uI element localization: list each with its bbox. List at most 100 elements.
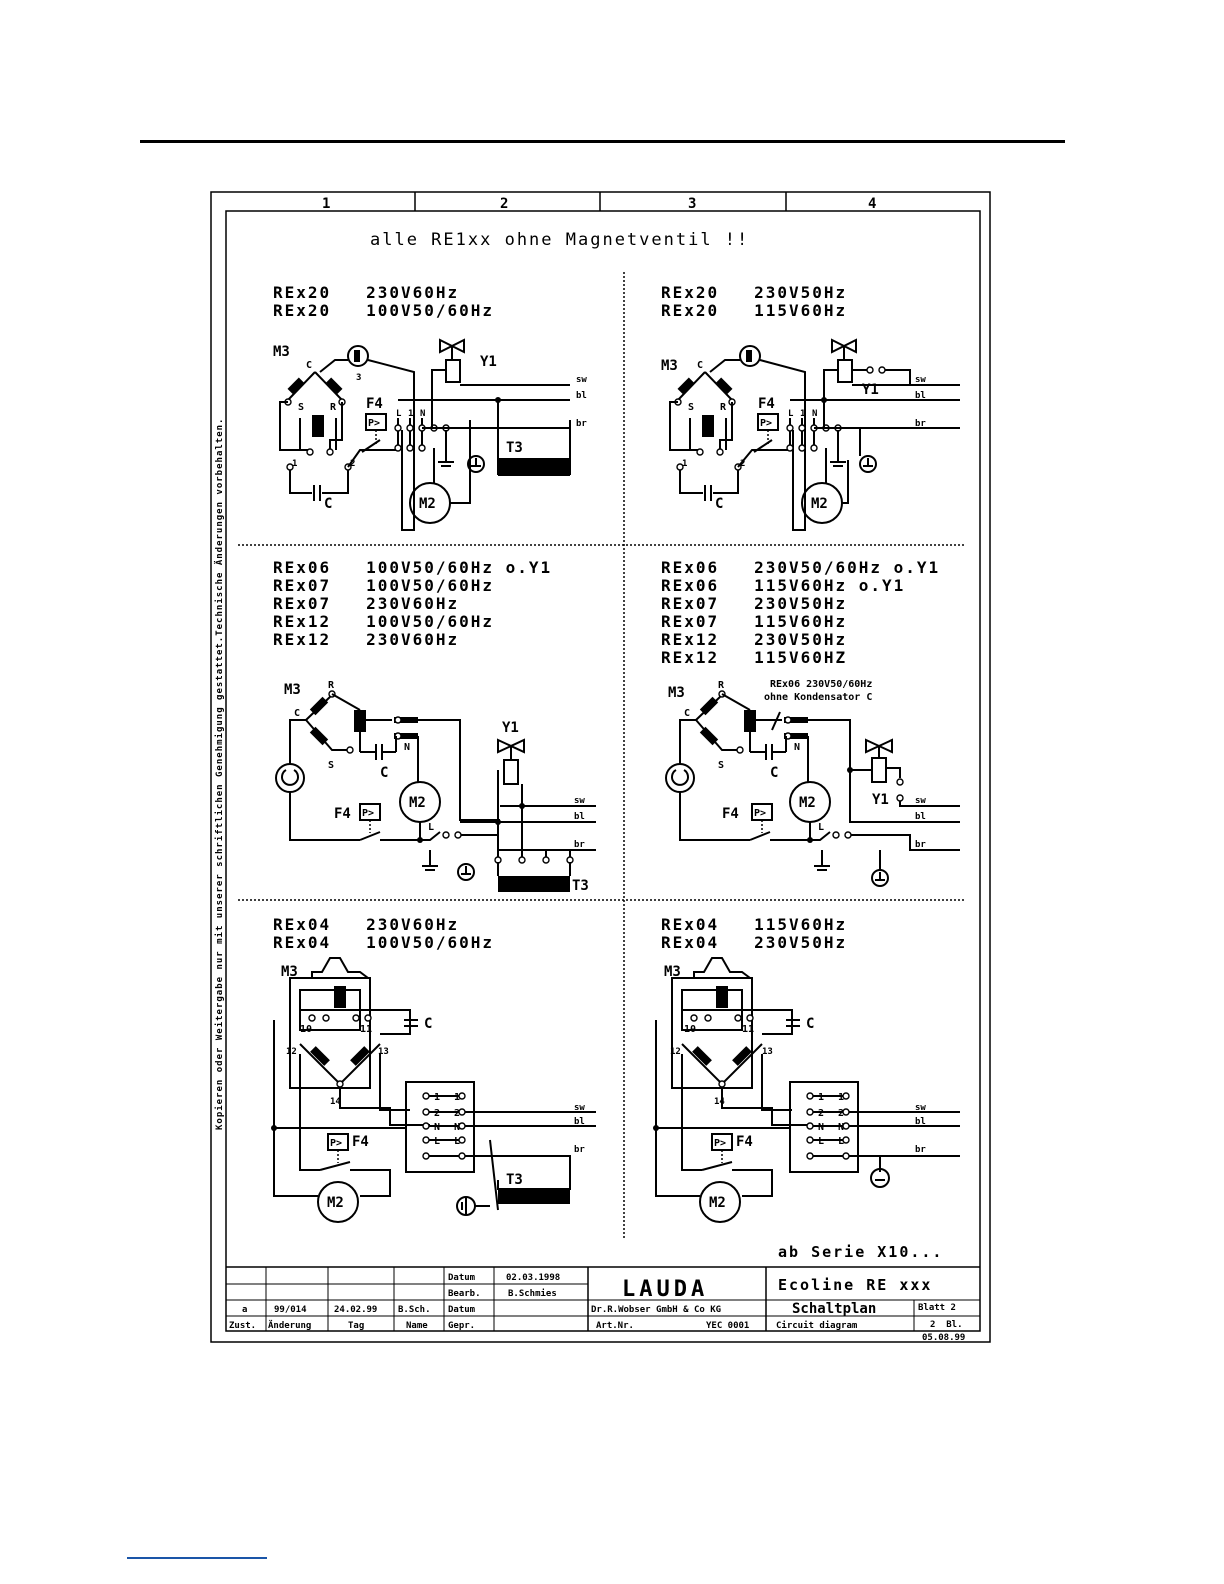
c-cap-label: C bbox=[324, 496, 332, 512]
bl-label: bl bbox=[574, 1117, 585, 1127]
model-line: REx20 100V50/60Hz bbox=[273, 301, 494, 320]
title-block: Datum 02.03.1998 Bearb. B.Schmies a 99/0… bbox=[226, 1266, 980, 1343]
l-label: L bbox=[838, 1136, 844, 1147]
s-label: S bbox=[688, 402, 694, 413]
side-copyright-note: Kopieren oder Weitergabe nur mit unserer… bbox=[214, 418, 225, 1130]
panel-top-right: REx20 230V50Hz REx20 115V60Hz M3 C S R 1… bbox=[661, 283, 960, 531]
model-line: REx20 230V60Hz bbox=[273, 283, 459, 302]
m3-label: M3 bbox=[664, 964, 681, 980]
sw-label: sw bbox=[915, 796, 926, 806]
revision-index: a bbox=[242, 1305, 247, 1315]
column-1: 1 bbox=[322, 196, 330, 212]
s-label: S bbox=[298, 402, 304, 413]
l-label: L bbox=[788, 409, 794, 419]
c-cap-label: C bbox=[380, 765, 388, 781]
c-cap-label: C bbox=[806, 1016, 814, 1032]
n1-label: 1 bbox=[800, 409, 805, 419]
n10-label: 10 bbox=[300, 1024, 312, 1035]
company-full-name: Dr.R.Wobser GmbH & Co KG bbox=[591, 1305, 721, 1315]
m3-label: M3 bbox=[668, 685, 685, 701]
bl-label: bl bbox=[576, 391, 587, 401]
r-label: R bbox=[720, 402, 727, 413]
bl-label: bl bbox=[574, 812, 585, 822]
y1-label: Y1 bbox=[480, 354, 497, 370]
c-label: C bbox=[306, 360, 312, 371]
n2-label: 2 bbox=[454, 1108, 460, 1119]
l-label: L bbox=[434, 1136, 440, 1147]
datum-value: 02.03.1998 bbox=[506, 1273, 560, 1283]
sw-label: sw bbox=[915, 375, 926, 385]
s-label: S bbox=[718, 760, 724, 771]
s-label: S bbox=[328, 760, 334, 771]
f4-label: F4 bbox=[334, 806, 351, 822]
t3-heater-element bbox=[498, 876, 570, 892]
n12-label: 12 bbox=[286, 1047, 297, 1057]
f4-label: F4 bbox=[722, 806, 739, 822]
n-label: N bbox=[434, 1122, 440, 1133]
f4-label: F4 bbox=[736, 1134, 753, 1150]
n2-label: 2 bbox=[838, 1108, 844, 1119]
footnote-rule bbox=[127, 1557, 267, 1559]
t3-heater-element bbox=[498, 1188, 570, 1204]
n10-label: 10 bbox=[684, 1024, 696, 1035]
m3-label: M3 bbox=[281, 964, 298, 980]
model-line: REx04 115V60Hz bbox=[661, 915, 847, 934]
inner-frame bbox=[225, 210, 981, 1332]
n3-label: 3 bbox=[356, 373, 361, 383]
t3-label: T3 bbox=[572, 878, 589, 894]
model-line: REx20 230V50Hz bbox=[661, 283, 847, 302]
bearb-label: Bearb. bbox=[448, 1289, 481, 1299]
column-4: 4 bbox=[868, 196, 876, 212]
y1-label: Y1 bbox=[872, 792, 889, 808]
panel-bottom-right: REx04 115V60Hz REx04 230V50Hz M3 C 10 11… bbox=[653, 915, 960, 1223]
br-label: br bbox=[915, 419, 926, 429]
pressure-switch-label: P> bbox=[754, 808, 766, 819]
series-note: ab Serie X10... bbox=[778, 1243, 943, 1261]
n1-label: 1 bbox=[292, 459, 297, 469]
model-line: REx12 100V50/60Hz bbox=[273, 612, 494, 631]
n-label: N bbox=[838, 1122, 844, 1133]
column-2: 2 bbox=[500, 196, 508, 212]
t3-label: T3 bbox=[506, 440, 523, 456]
m3-label: M3 bbox=[661, 358, 678, 374]
t3-heater-element bbox=[498, 458, 570, 474]
panel-mid-left: REx06 100V50/60Hz o.Y1 REx07 100V50/60Hz… bbox=[273, 558, 596, 894]
revision-date: 24.02.99 bbox=[334, 1305, 377, 1315]
n11-label: 11 bbox=[360, 1024, 372, 1035]
model-line: REx06 230V50/60Hz o.Y1 bbox=[661, 558, 940, 577]
l-label: L bbox=[818, 822, 824, 833]
datum-label: Datum bbox=[448, 1273, 476, 1283]
pressure-switch-label: P> bbox=[760, 418, 772, 429]
r-label: R bbox=[328, 680, 335, 691]
c-cap-label: C bbox=[424, 1016, 432, 1032]
sw-label: sw bbox=[574, 1103, 585, 1113]
revision-name: B.Sch. bbox=[398, 1305, 431, 1315]
n-label: N bbox=[420, 409, 425, 419]
sheet-heading: alle RE1xx ohne Magnetventil !! bbox=[370, 230, 749, 250]
br-label: br bbox=[574, 1145, 585, 1155]
model-line: REx12 230V50Hz bbox=[661, 630, 847, 649]
capacitor-note-line1: REx06 230V50/60Hz bbox=[770, 679, 872, 690]
m2-label: M2 bbox=[419, 496, 436, 512]
pressure-switch-label: P> bbox=[330, 1138, 342, 1149]
artnr-value: YEC 0001 bbox=[706, 1321, 749, 1331]
name-label: Name bbox=[406, 1321, 428, 1331]
model-line: REx20 115V60Hz bbox=[661, 301, 847, 320]
model-line: REx06 100V50/60Hz o.Y1 bbox=[273, 558, 552, 577]
panel-bottom-left: REx04 230V60Hz REx04 100V50/60Hz M3 C 10… bbox=[271, 915, 596, 1223]
artnr-label: Art.Nr. bbox=[596, 1321, 634, 1331]
bl-label: bl bbox=[915, 391, 926, 401]
print-date: 05.08.99 bbox=[922, 1333, 965, 1343]
c-cap-label: C bbox=[770, 765, 778, 781]
n14-label: 14 bbox=[714, 1097, 725, 1107]
n1-label: 1 bbox=[434, 1092, 440, 1103]
sw-label: sw bbox=[576, 375, 587, 385]
br-label: br bbox=[915, 1145, 926, 1155]
l-label: L bbox=[428, 822, 434, 833]
n-label: N bbox=[454, 1122, 460, 1133]
l-label: L bbox=[396, 409, 402, 419]
f4-label: F4 bbox=[758, 396, 775, 412]
m2-label: M2 bbox=[799, 795, 816, 811]
model-line: REx07 100V50/60Hz bbox=[273, 576, 494, 595]
n-label: N bbox=[812, 409, 817, 419]
